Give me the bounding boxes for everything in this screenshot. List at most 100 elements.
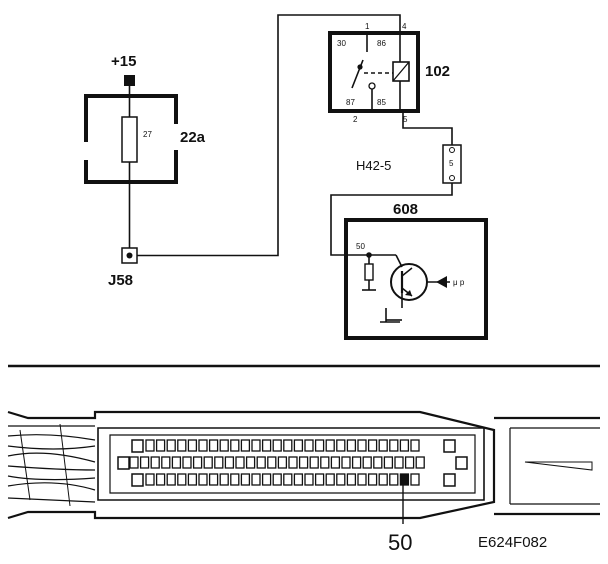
pin-cavity [304, 473, 314, 486]
pin-cavity [267, 456, 277, 469]
pin-cavity-large [131, 473, 144, 487]
relay-102 [328, 31, 420, 113]
pin-cavity [367, 473, 378, 486]
relay-pin1-label: 1 [365, 22, 370, 31]
pin-cavity-large [117, 456, 130, 470]
pin-cavity [373, 456, 383, 469]
relay-switch-contact [351, 59, 364, 89]
connector-h42-5-label: H42-5 [356, 158, 391, 173]
pin-cavity [341, 456, 351, 469]
pin-cavity [139, 456, 150, 469]
pin-cavity [166, 439, 176, 452]
pin-cavity [251, 473, 261, 486]
pin-cavity [330, 456, 341, 469]
pin-cavity [261, 439, 272, 452]
pin-cavity [410, 439, 420, 452]
pin-cavity [245, 456, 256, 469]
ecu-input-label: μ p [453, 278, 465, 287]
pin-cavity [155, 439, 166, 452]
relay-contact-87 [368, 82, 376, 90]
pin-cavity [399, 439, 410, 452]
pin-cavity [410, 473, 420, 486]
pin-cavity [240, 473, 251, 486]
fuse [121, 116, 138, 163]
pin-cavity [219, 473, 229, 486]
pin-cavity [378, 473, 388, 486]
pin-cavity [283, 439, 293, 452]
pin-cavity [198, 473, 208, 486]
relay-pin85-label: 85 [377, 98, 386, 107]
fuse-number: 27 [143, 130, 152, 139]
pin-cavity [357, 439, 367, 452]
pin-cavity [171, 456, 182, 469]
pin-cavity [314, 439, 325, 452]
pin-cavity [166, 473, 176, 486]
pin-cavity [177, 473, 187, 486]
pin-cavity [383, 456, 394, 469]
relay-switch-pivot [357, 64, 363, 70]
pin-50-cavity [399, 473, 410, 486]
pin-cavity [198, 439, 208, 452]
pin-cavity [367, 439, 378, 452]
connector-h42-5-pin: 5 [449, 159, 454, 168]
pin-cavity [404, 456, 415, 469]
ecu-608 [344, 218, 488, 340]
pin-cavity [129, 456, 139, 469]
pin-50-callout: 50 [388, 530, 412, 555]
connector-h42-5-bottom-pin [449, 175, 455, 181]
figure-code: E624F082 [478, 534, 547, 551]
pin-cavity [240, 439, 251, 452]
relay-pin86-label: 86 [377, 39, 386, 48]
pin-cavity [362, 456, 372, 469]
pin-cavity [314, 473, 325, 486]
pin-cavity [256, 456, 266, 469]
pin-cavity [293, 439, 304, 452]
pin-cavity-large [443, 439, 456, 453]
pin-cavity [214, 456, 224, 469]
pin-cavity [177, 439, 187, 452]
pin-cavity [298, 456, 309, 469]
ecu-pin-label: 50 [356, 242, 365, 251]
connector-j58-pin [126, 252, 133, 259]
pin-cavity-large [443, 473, 456, 487]
pin-cavity [336, 473, 346, 486]
pin-cavity [182, 456, 192, 469]
pin-cavity [415, 456, 425, 469]
pin-cavity [320, 456, 330, 469]
pin-cavity-large [131, 439, 144, 453]
pin-cavity [235, 456, 245, 469]
pin-cavity [192, 456, 203, 469]
relay-pin2-label: 2 [353, 115, 358, 124]
pin-cavity [378, 439, 388, 452]
fuse-box-label: 22a [180, 129, 206, 146]
relay-pin5-label: 5 [403, 115, 408, 124]
pin-cavity [261, 473, 272, 486]
pin-cavity [203, 456, 213, 469]
pin-cavity [219, 439, 229, 452]
pin-cavity [208, 439, 219, 452]
relay-coil-diagonal [392, 61, 410, 82]
pin-cavity [325, 439, 335, 452]
pin-cavity [389, 473, 399, 486]
pin-cavity [145, 439, 155, 452]
pin-cavity [346, 473, 357, 486]
fuse-box-22a [84, 94, 178, 184]
pin-cavity [346, 439, 357, 452]
pin-cavity [288, 456, 298, 469]
pin-cavity [351, 456, 362, 469]
pin-cavity [325, 473, 335, 486]
ecu-transistor-collector [401, 267, 413, 277]
connector-j58-label: J58 [108, 272, 133, 289]
pin-cavity [357, 473, 367, 486]
ecu-label: 608 [393, 201, 418, 218]
pin-cavity [272, 439, 282, 452]
pin-cavity [161, 456, 171, 469]
pin-cavity [208, 473, 219, 486]
ecu-connector-pin-grid [117, 439, 468, 487]
pin-cavity [283, 473, 293, 486]
pin-cavity [272, 473, 282, 486]
relay-pin87-label: 87 [346, 98, 355, 107]
pin-cavity [187, 439, 198, 452]
